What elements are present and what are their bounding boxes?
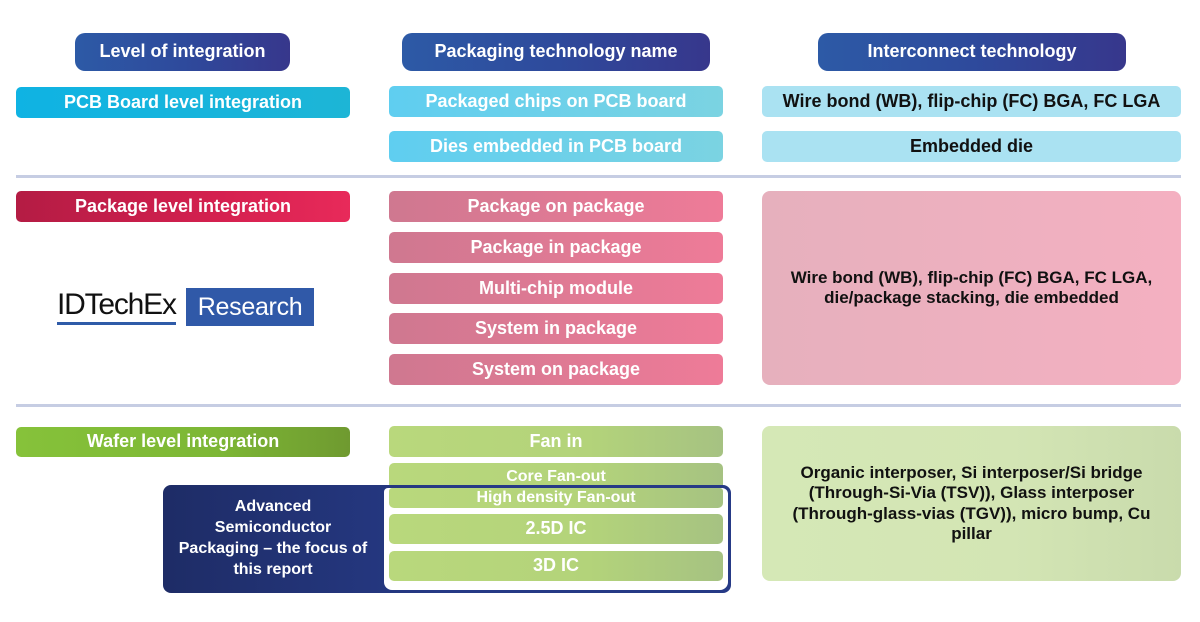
- tech-dies-embedded-in-pcb: Dies embedded in PCB board: [389, 131, 723, 162]
- tech-label: Fan in: [529, 430, 583, 451]
- tech-label: Package on package: [467, 195, 645, 216]
- interconnect-package: Wire bond (WB), flip-chip (FC) BGA, FC L…: [762, 191, 1181, 385]
- tech-label: Core Fan-out: [506, 468, 606, 485]
- tech-package-on-package: Package on package: [389, 191, 723, 222]
- header-label: Level of integration: [99, 41, 266, 62]
- interconnect-wafer: Organic interposer, Si interposer/Si bri…: [762, 426, 1181, 581]
- tech-label: System in package: [474, 317, 638, 338]
- level-package: Package level integration: [16, 191, 350, 222]
- tech-fan-in: Fan in: [389, 426, 723, 457]
- tech-high-density-fan-out: High density Fan-out: [389, 488, 723, 508]
- advanced-packaging-label: Advanced Semiconductor Packaging – the f…: [163, 485, 383, 593]
- section-divider: [16, 175, 1181, 178]
- tech-label: 2.5D IC: [525, 518, 587, 539]
- tech-2-5d-ic: 2.5D IC: [389, 514, 723, 544]
- tech-system-in-package: System in package: [389, 313, 723, 344]
- tech-multi-chip-module: Multi-chip module: [389, 273, 723, 304]
- highlight-label: Advanced Semiconductor Packaging – the f…: [178, 498, 368, 578]
- tech-label: Package in package: [470, 236, 642, 257]
- header-interconnect-technology: Interconnect technology: [818, 33, 1126, 71]
- tech-label: Packaged chips on PCB board: [425, 90, 687, 111]
- interconnect-label: Embedded die: [909, 135, 1034, 156]
- logo-sub-text: Research: [185, 288, 315, 326]
- tech-label: Dies embedded in PCB board: [429, 135, 683, 156]
- section-divider: [16, 404, 1181, 407]
- tech-3d-ic: 3D IC: [389, 551, 723, 581]
- interconnect-pcb-embedded-die: Embedded die: [762, 131, 1181, 162]
- level-label: PCB Board level integration: [63, 91, 303, 112]
- tech-label: System on package: [471, 358, 641, 379]
- tech-system-on-package: System on package: [389, 354, 723, 385]
- header-label: Packaging technology name: [434, 41, 678, 62]
- tech-label: Multi-chip module: [479, 277, 633, 298]
- level-pcb-board: PCB Board level integration: [16, 87, 350, 118]
- tech-package-in-package: Package in package: [389, 232, 723, 263]
- level-wafer: Wafer level integration: [16, 427, 350, 457]
- interconnect-label: Organic interposer, Si interposer/Si bri…: [792, 462, 1151, 543]
- header-packaging-technology: Packaging technology name: [402, 33, 710, 71]
- idtechex-logo: IDTechEx Research: [57, 287, 315, 327]
- interconnect-pcb-wire-bond: Wire bond (WB), flip-chip (FC) BGA, FC L…: [762, 86, 1181, 117]
- header-level-of-integration: Level of integration: [75, 33, 290, 71]
- level-label: Wafer level integration: [86, 431, 280, 452]
- tech-label: High density Fan-out: [476, 489, 636, 507]
- tech-packaged-chips-on-pcb: Packaged chips on PCB board: [389, 86, 723, 117]
- header-label: Interconnect technology: [867, 41, 1077, 62]
- interconnect-label: Wire bond (WB), flip-chip (FC) BGA, FC L…: [782, 90, 1161, 111]
- tech-label: 3D IC: [532, 555, 579, 576]
- logo-main-text: IDTechEx: [57, 289, 177, 325]
- level-label: Package level integration: [74, 195, 292, 216]
- interconnect-label: Wire bond (WB), flip-chip (FC) BGA, FC L…: [790, 267, 1153, 307]
